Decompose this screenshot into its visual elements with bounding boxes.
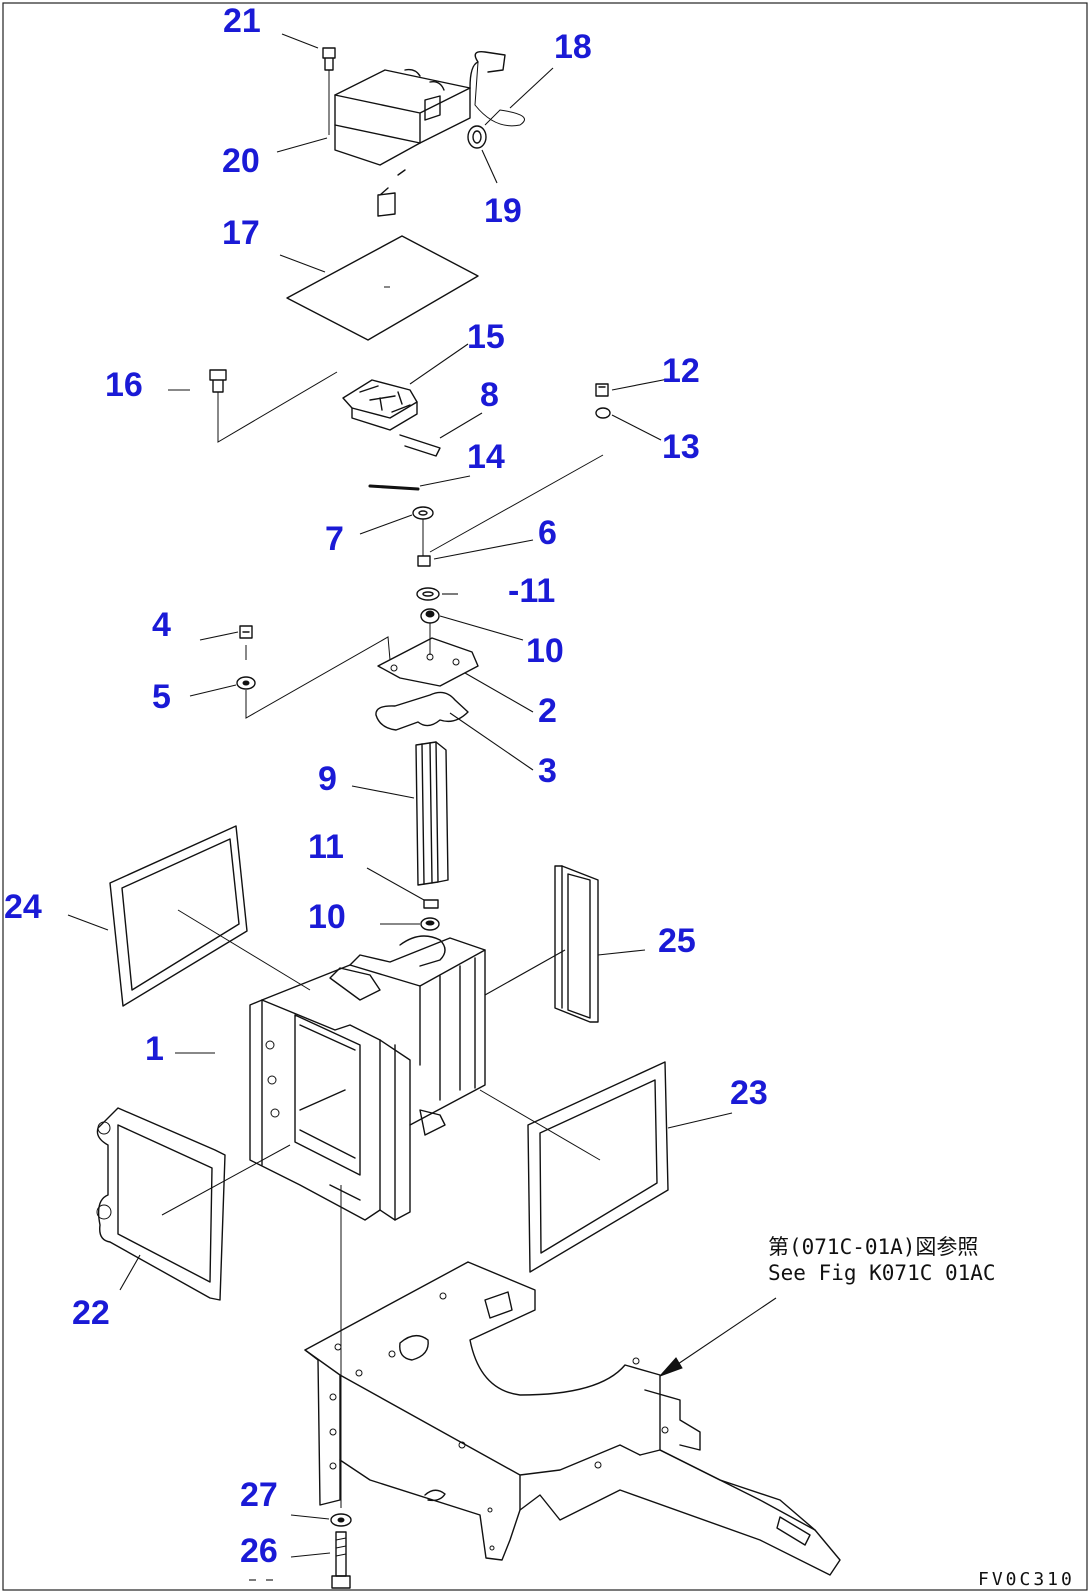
- part-10-upper-grommet: [420, 608, 440, 655]
- part-14-strip: [368, 484, 420, 491]
- reference-arrow: [659, 1297, 777, 1377]
- part-25-seal: [554, 865, 599, 1023]
- part-8-clip: [399, 434, 441, 457]
- callout-13: 13: [662, 428, 700, 466]
- part-26-bolt: [331, 1531, 351, 1589]
- callout-10-lower: 10: [308, 898, 346, 936]
- callout-5: 5: [152, 678, 171, 716]
- part-18-harness: [469, 51, 525, 127]
- callout-26: 26: [240, 1532, 278, 1570]
- callout-10-upper: 10: [526, 632, 564, 670]
- part-3-gasket: [375, 691, 469, 731]
- reference-note-line1: 第(071C-01A)図参照: [768, 1235, 978, 1259]
- callout-11-upper: -11: [508, 572, 555, 610]
- callout-17: 17: [222, 214, 260, 252]
- part-21-bolt: [322, 47, 336, 135]
- callout-9: 9: [318, 760, 337, 798]
- callout-7: 7: [325, 520, 344, 558]
- part-13-washer: [595, 407, 611, 419]
- callout-2: 2: [538, 692, 557, 730]
- drawing-code: FV0C310: [978, 1569, 1075, 1590]
- callout-23: 23: [730, 1074, 768, 1112]
- callout-1: 1: [145, 1030, 164, 1068]
- leader-13-to-6: [429, 454, 604, 553]
- callout-20: 20: [222, 142, 260, 180]
- part-23-gasket: [479, 1061, 669, 1273]
- callout-12: 12: [662, 352, 700, 390]
- base-frame: [304, 1261, 841, 1576]
- part-9-rail: [415, 741, 449, 886]
- callout-18: 18: [554, 28, 592, 66]
- callout-22: 22: [72, 1294, 110, 1332]
- part-5-washer: [236, 676, 256, 690]
- callout-4: 4: [152, 606, 171, 644]
- callout-14: 14: [467, 438, 505, 476]
- callout-8: 8: [480, 376, 499, 414]
- callout-15: 15: [467, 318, 505, 356]
- part-27-washer: [330, 1185, 352, 1527]
- callout-24: 24: [4, 888, 42, 926]
- callout-27: 27: [240, 1476, 278, 1514]
- callout-labels: 21 18 20 19 17 15 16 12 8 13 14 7 6 -11 …: [4, 2, 768, 1570]
- callout-25: 25: [658, 922, 696, 960]
- part-6-bolt: [417, 555, 431, 567]
- callout-16: 16: [105, 366, 143, 404]
- part-11-lower-nut: [423, 899, 439, 909]
- part-1-housing: [249, 935, 486, 1221]
- part-19-grommet: [467, 125, 487, 149]
- leader-5-to-2: [245, 636, 391, 719]
- part-22-gasket: [96, 1107, 291, 1301]
- reference-note-line2: See Fig K071C 01AC: [768, 1261, 996, 1285]
- part-20-controller: [334, 68, 471, 217]
- part-10-lower-grommet: [420, 917, 440, 931]
- callout-3: 3: [538, 752, 557, 790]
- part-16-screw: [209, 369, 338, 443]
- part-4-screw: [239, 625, 253, 660]
- part-7-washer: [412, 506, 434, 556]
- part-2-plate: [377, 637, 479, 687]
- callout-19: 19: [484, 192, 522, 230]
- leader-lines: [67, 33, 733, 1581]
- callout-21: 21: [223, 2, 261, 40]
- part-11-upper-washer: [416, 587, 440, 601]
- callout-6: 6: [538, 514, 557, 552]
- part-17-sheet: [286, 235, 479, 341]
- part-15-unit: [342, 379, 418, 431]
- part-24-gasket: [109, 825, 311, 1007]
- callout-11-lower: 11: [308, 828, 344, 866]
- part-12-nut: [595, 383, 609, 397]
